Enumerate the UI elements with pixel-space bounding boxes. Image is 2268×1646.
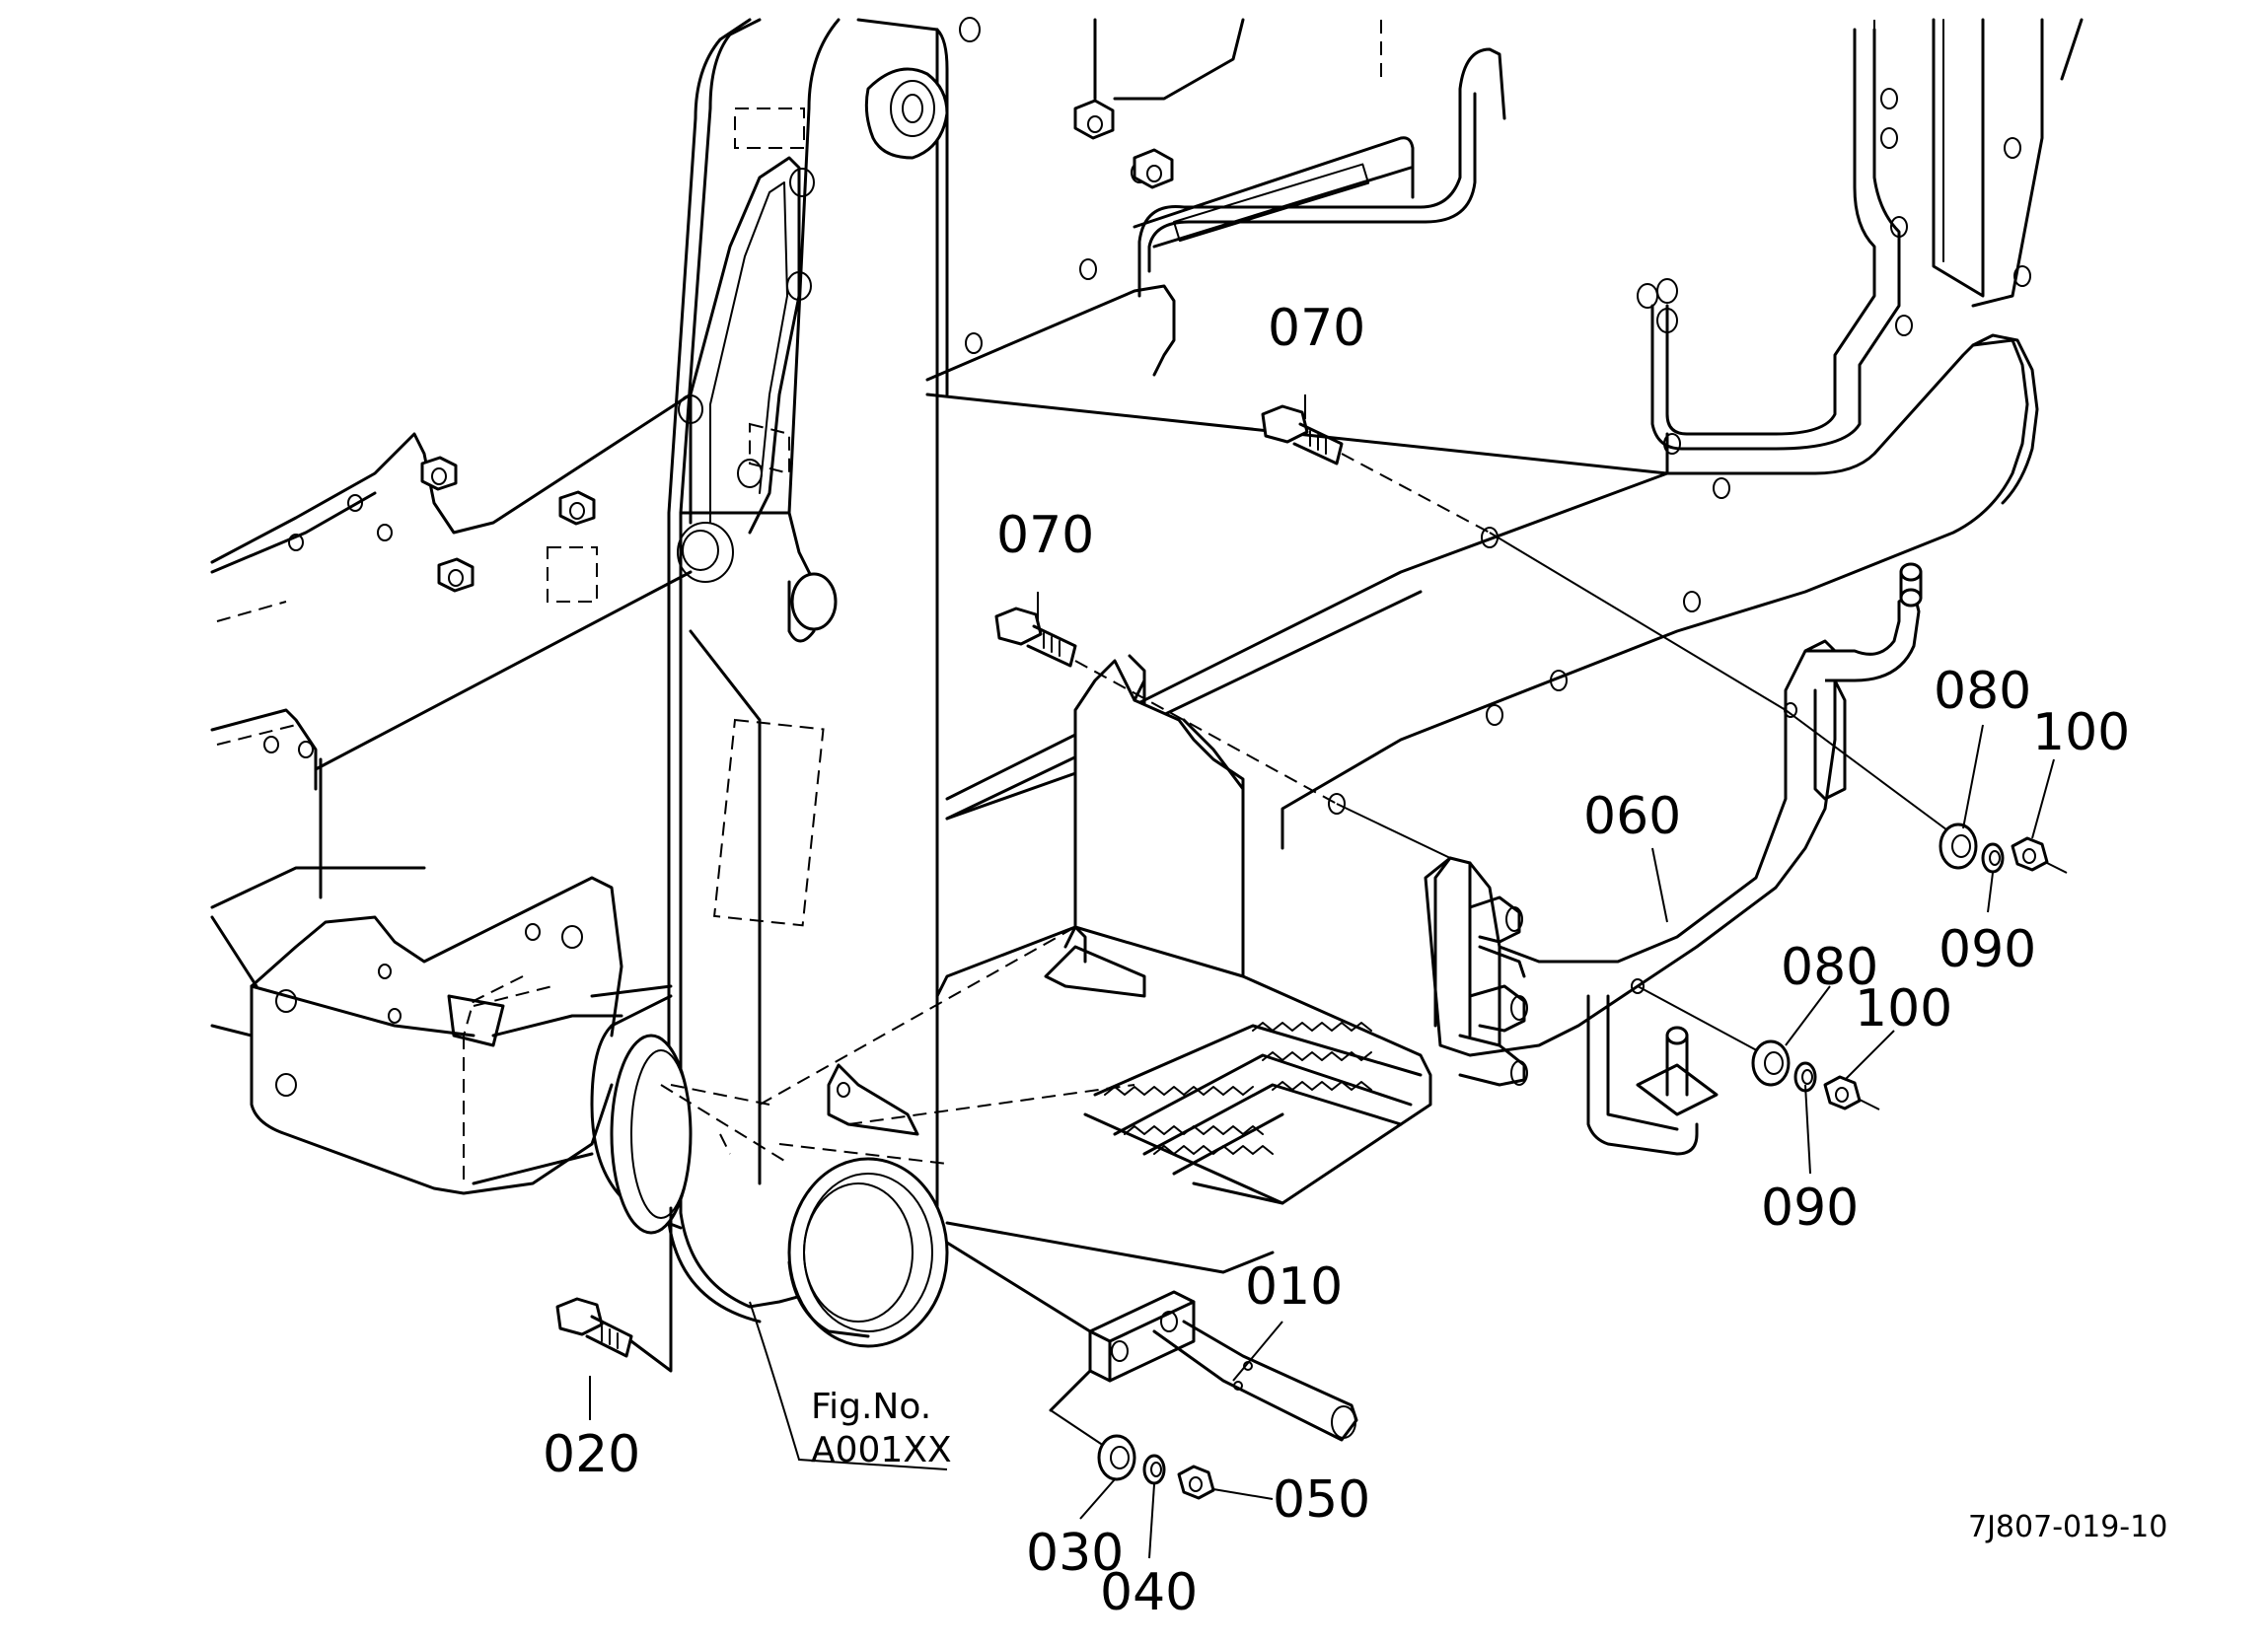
part-070-bolt-upper [1261, 394, 1959, 839]
leader-040 [1148, 1483, 1155, 1559]
part-060-bracket [1424, 562, 1923, 1156]
label-060: 060 [1583, 787, 1681, 846]
hose-clamps [678, 168, 815, 488]
frame-nuts [1073, 18, 1245, 189]
leader-010 [1232, 1321, 1283, 1382]
label-080-lower: 080 [1781, 938, 1878, 997]
washer-group-lower [1050, 1409, 1274, 1500]
fig-ref-line1: Fig.No. [811, 1387, 931, 1427]
part-070-bolt-lower [994, 592, 1451, 859]
label-070-upper: 070 [1268, 299, 1365, 358]
swing-bracket [210, 393, 790, 1235]
label-090-upper: 090 [1939, 920, 2036, 979]
leader-fig-ref [749, 1301, 948, 1470]
part-010-pin [945, 1241, 1358, 1442]
label-040: 040 [1100, 1563, 1198, 1622]
label-100-lower: 100 [1855, 979, 1952, 1038]
label-080-upper: 080 [1934, 662, 2031, 721]
washer-group-upper [1939, 724, 2068, 874]
fig-ref-line2: A001XX [811, 1430, 952, 1470]
label-090-lower: 090 [1761, 1179, 1859, 1238]
leader-090a [1987, 872, 1994, 913]
label-050: 050 [1273, 1470, 1370, 1530]
leader-090b [1804, 1084, 1811, 1175]
label-010: 010 [1245, 1257, 1343, 1317]
step-plate [670, 654, 1432, 1274]
leader-060 [1651, 847, 1668, 923]
leader-030 [1079, 1478, 1116, 1520]
label-020: 020 [543, 1425, 640, 1484]
boom-arm [667, 17, 981, 1348]
label-100-upper: 100 [2032, 703, 2130, 762]
label-070-lower: 070 [996, 506, 1094, 565]
label-030: 030 [1026, 1524, 1124, 1583]
frame-holes [965, 88, 2031, 815]
drawing-number: 7J807-019-10 [1968, 1510, 2167, 1544]
main-frame [925, 18, 2084, 850]
part-020-bolt [555, 1206, 673, 1373]
